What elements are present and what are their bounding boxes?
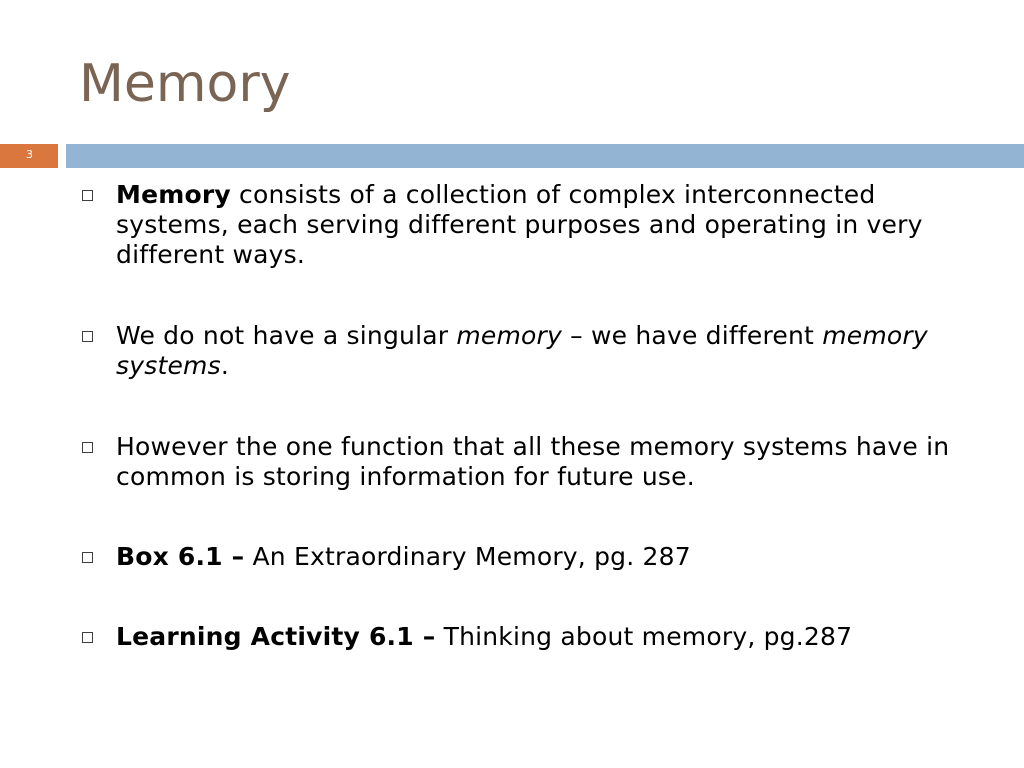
bullet-text: . [220, 351, 229, 380]
hollow-square-bullet-icon [82, 632, 93, 643]
slide-number-badge [0, 144, 58, 168]
title-divider-bar [66, 144, 1024, 168]
bullet-item-4: Box 6.1 – An Extraordinary Memory, pg. 2… [78, 542, 958, 572]
bullet-italic-text: memory [456, 321, 563, 350]
bullet-text: consists of a collection of complex inte… [116, 180, 923, 269]
slide-title: Memory [79, 54, 291, 114]
bullet-item-1: Memory consists of a collection of compl… [78, 180, 958, 270]
slide-number: 3 [26, 148, 33, 161]
hollow-square-bullet-icon [82, 552, 93, 563]
bullet-item-3: However the one function that all these … [78, 432, 958, 492]
hollow-square-bullet-icon [82, 442, 93, 453]
hollow-square-bullet-icon [82, 190, 93, 201]
bullet-text: An Extraordinary Memory, pg. 287 [244, 542, 691, 571]
hollow-square-bullet-icon [82, 331, 93, 342]
bullet-list: Memory consists of a collection of compl… [78, 180, 958, 652]
bullet-italic-text: memory systems [116, 321, 928, 380]
bullet-text: We do not have a singular [116, 321, 457, 350]
bullet-item-5: Learning Activity 6.1 – Thinking about m… [78, 622, 958, 652]
bullet-item-2: We do not have a singular memory – we ha… [78, 321, 958, 381]
bullet-text: – we have different [562, 321, 823, 350]
bullet-bold-text: Memory [116, 180, 231, 209]
bullet-bold-text: Learning Activity 6.1 – [116, 622, 436, 651]
bullet-bold-text: Box 6.1 – [116, 542, 245, 571]
bullet-text: However the one function that all these … [116, 432, 950, 491]
bullet-text: Thinking about memory, pg.287 [435, 622, 853, 651]
